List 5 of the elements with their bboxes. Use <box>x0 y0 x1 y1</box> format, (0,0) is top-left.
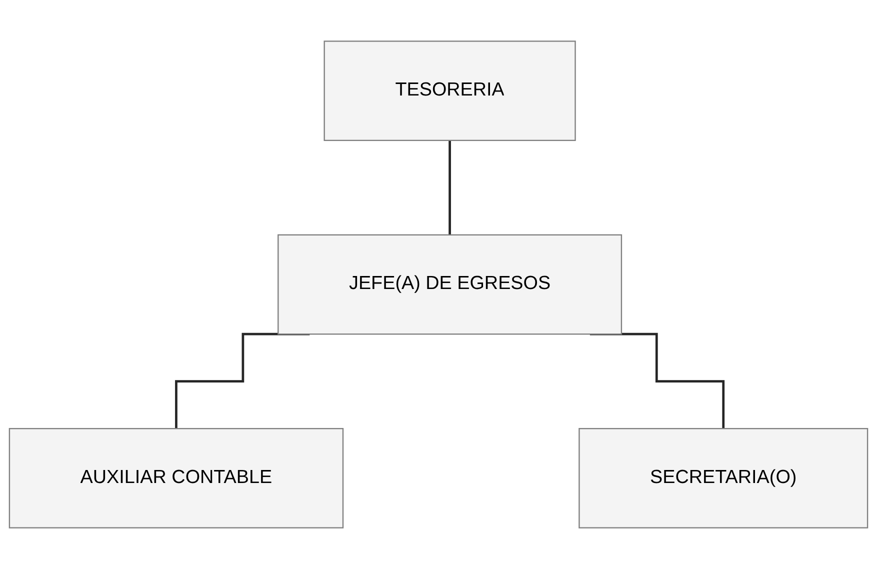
node-box: AUXILIAR CONTABLE <box>8 428 344 528</box>
node-box: SECRETARIA(O) <box>578 428 868 528</box>
node-box: TESORERIA <box>324 40 576 141</box>
connector <box>448 139 451 236</box>
node-box: JEFE(A) DE EGRESOS <box>278 234 622 335</box>
